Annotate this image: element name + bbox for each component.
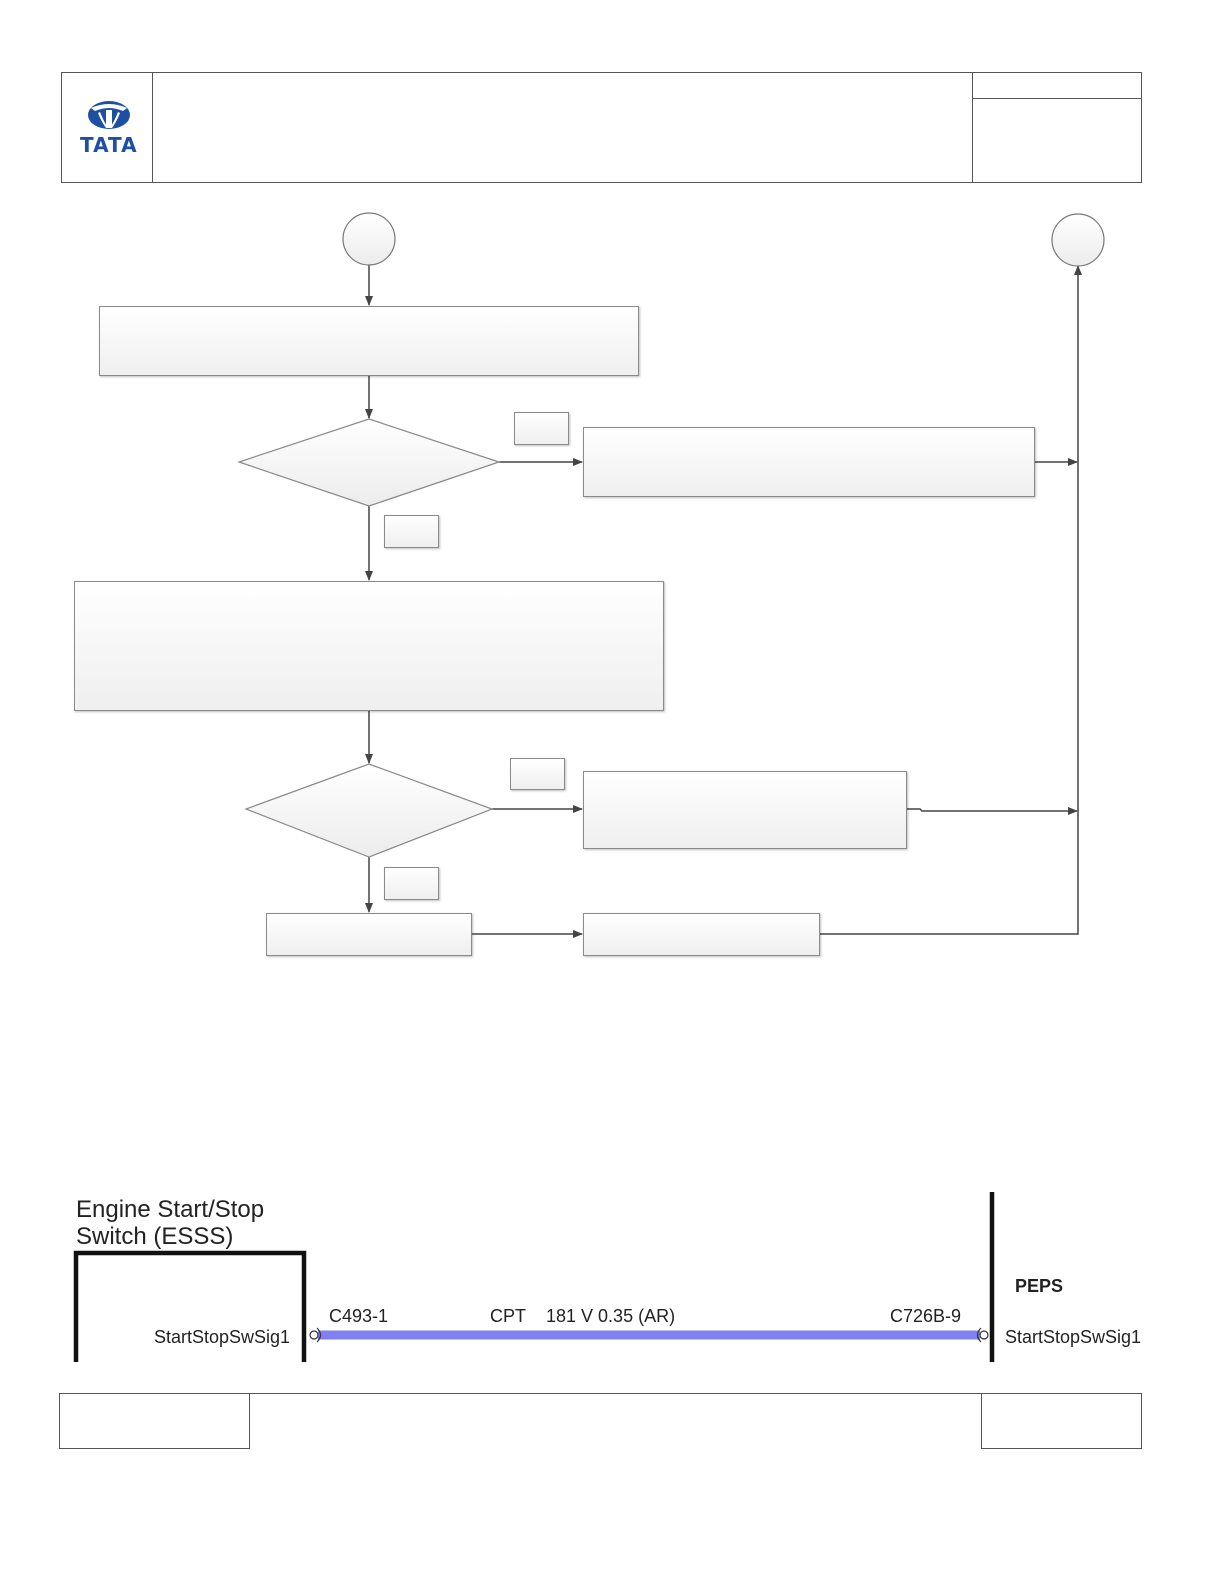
wire-spec-label: 181 V 0.35 (AR) (546, 1306, 676, 1326)
flow-arrow-step4-to-end (820, 265, 1082, 935)
decision-2-branch-label-right (510, 758, 565, 790)
decision-1-branch-label-right (514, 412, 569, 445)
module-right-pin-label: StartStopSwSig1 (1005, 1327, 1142, 1347)
header-divider-row (972, 98, 1142, 99)
flow-start-connector (342, 212, 396, 266)
flow-end-connector (1051, 213, 1105, 267)
footer-cell-left (59, 1393, 250, 1449)
footer-cell-right (981, 1393, 1142, 1449)
flow-action-2 (583, 771, 907, 849)
module-right-title: PEPS (1015, 1276, 1064, 1296)
tata-emblem-icon (88, 101, 130, 129)
header-divider-left (152, 72, 153, 183)
connector-right-label: C726B-9 (890, 1306, 962, 1326)
module-left-title: Engine Start/Stop Switch (ESSS) (76, 1196, 265, 1250)
pin-left-icon (309, 1327, 322, 1343)
flow-step-1 (99, 306, 639, 376)
header-frame (61, 72, 1142, 183)
flow-action-1 (583, 427, 1035, 497)
module-left-pin-label: StartStopSwSig1 (154, 1327, 291, 1347)
decision-1-branch-label-down (384, 515, 439, 548)
flow-decision-2 (244, 763, 494, 858)
flow-decision-1 (237, 418, 501, 507)
footer-line-top (250, 1393, 981, 1394)
module-left-outline (73, 1250, 307, 1362)
pin-right-icon (976, 1327, 989, 1343)
flow-arrow-action2-to-end (907, 807, 1078, 815)
flow-step-4 (583, 913, 820, 956)
tata-logo-text: TATA (80, 133, 138, 157)
flow-step-2 (74, 581, 664, 711)
connector-left-label: C493-1 (329, 1306, 389, 1326)
decision-2-branch-label-down (384, 867, 439, 900)
tata-logo: TATA (78, 98, 140, 156)
header-divider-right (972, 72, 973, 183)
flow-step-3 (266, 913, 472, 956)
wire-code-label: CPT (490, 1306, 526, 1326)
